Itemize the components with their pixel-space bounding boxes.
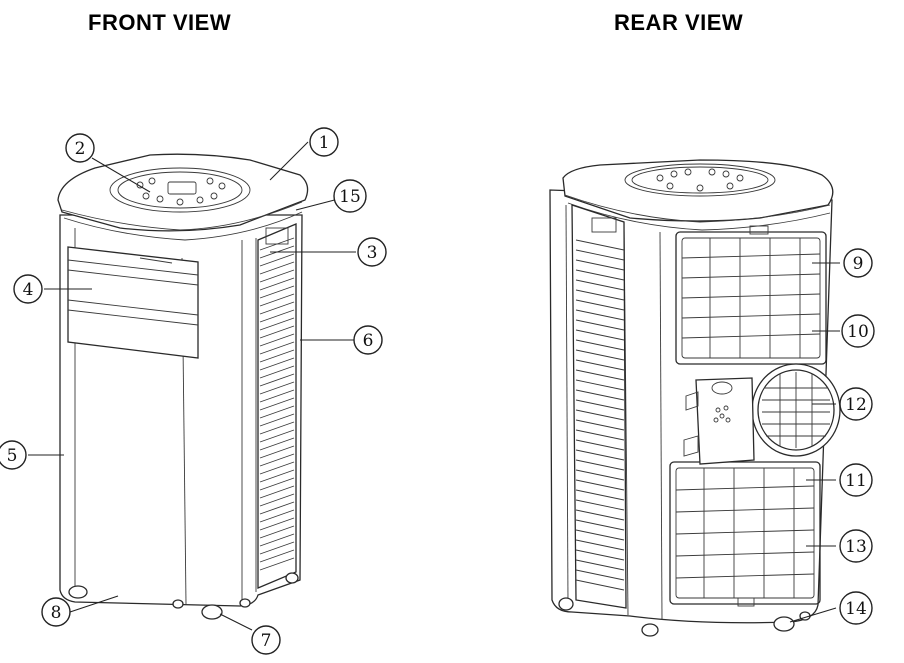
callout-circle (353, 325, 383, 355)
callout-4: 4 (13, 274, 43, 304)
callout-circle (839, 591, 873, 625)
callout-number: 1 (319, 133, 330, 153)
callout-10: 10 (841, 314, 875, 348)
callout-number: 2 (75, 139, 86, 159)
callout-15: 15 (333, 179, 367, 213)
callout-3: 3 (357, 237, 387, 267)
callout-circle (13, 274, 43, 304)
callout-13: 13 (839, 529, 873, 563)
callout-8: 8 (41, 597, 71, 627)
callout-11: 11 (839, 463, 873, 497)
callout-7: 7 (251, 625, 281, 655)
callout-1: 1 (309, 127, 339, 157)
callout-number: 13 (845, 537, 867, 557)
callout-circle (839, 387, 873, 421)
rear-view-title: REAR VIEW (614, 10, 744, 35)
callout-number: 4 (23, 280, 34, 300)
callout-number: 6 (363, 331, 374, 351)
callout-number: 10 (847, 322, 869, 342)
callout-circle (843, 248, 873, 278)
callout-circle (251, 625, 281, 655)
callout-number: 14 (845, 599, 867, 619)
callout-circle (41, 597, 71, 627)
callout-12: 12 (839, 387, 873, 421)
callout-circle (841, 314, 875, 348)
callout-circle (839, 463, 873, 497)
front-unit-drawing (57, 153, 309, 620)
callout-circle (309, 127, 339, 157)
callout-number: 3 (367, 243, 378, 263)
callout-number: 9 (853, 254, 864, 274)
callout-number: 5 (7, 446, 18, 466)
callout-circle (65, 133, 95, 163)
callout-number: 15 (339, 187, 361, 207)
callout-14: 14 (839, 591, 873, 625)
callout-circle (357, 237, 387, 267)
callout-number: 12 (845, 395, 867, 415)
callout-9: 9 (843, 248, 873, 278)
callout-2: 2 (65, 133, 95, 163)
rear-unit-drawing (549, 159, 841, 637)
callout-circle (839, 529, 873, 563)
callout-5: 5 (0, 440, 27, 470)
callout-circle (0, 440, 27, 470)
callout-number: 7 (261, 631, 272, 651)
front-view-title: FRONT VIEW (88, 10, 232, 35)
callout-number: 8 (51, 603, 62, 623)
callout-6: 6 (353, 325, 383, 355)
callout-number: 11 (845, 471, 867, 491)
callout-circle (333, 179, 367, 213)
